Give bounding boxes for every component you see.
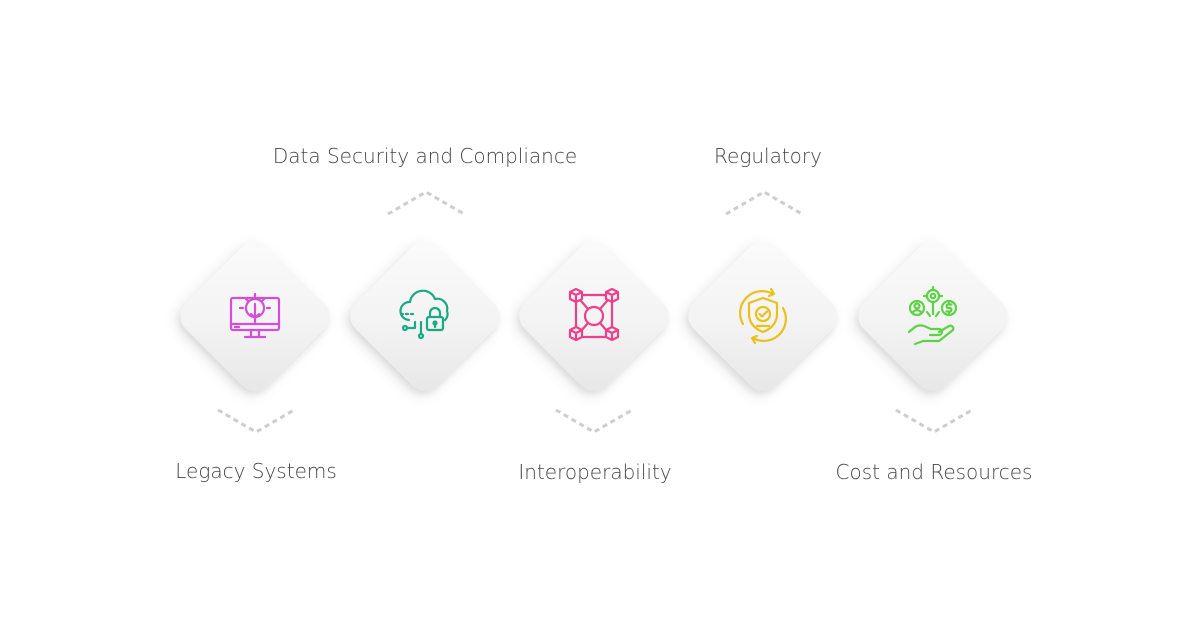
step-label-data-security: Data Security and Compliance	[272, 144, 578, 168]
step-label-interoperability: Interoperability	[518, 460, 672, 484]
cloud-lock-icon	[399, 289, 449, 340]
chevron-down-3	[895, 408, 973, 434]
hand-coins-icon	[907, 285, 958, 346]
chevron-up-2	[725, 190, 803, 216]
chevron-down-1	[217, 408, 295, 434]
step-label-legacy-systems: Legacy Systems	[175, 459, 337, 483]
step-label-cost-resources: Cost and Resources	[835, 460, 1033, 484]
network-cubes-icon	[568, 287, 620, 342]
step-label-regulatory: Regulatory	[714, 144, 822, 168]
monitor-gear-icon	[229, 292, 281, 339]
shield-check-icon	[739, 287, 787, 345]
chevron-up-1	[387, 190, 465, 216]
chevron-down-2	[555, 408, 633, 434]
